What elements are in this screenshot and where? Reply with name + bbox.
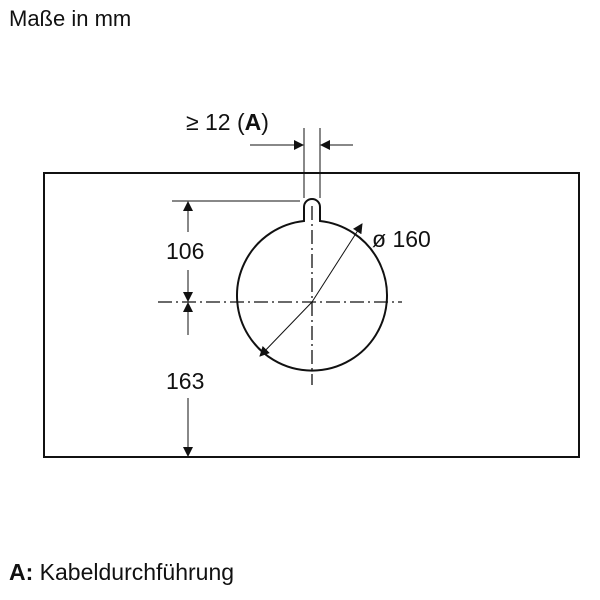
legend: A: Kabeldurchführung — [9, 559, 234, 586]
panel-outline — [43, 172, 580, 458]
legend-key: A: — [9, 559, 34, 585]
dim-bottom-163: 163 — [166, 368, 204, 394]
diameter-160: ø 160 — [372, 226, 431, 252]
legend-text: Kabeldurchführung — [33, 559, 235, 585]
cutout-circle — [236, 198, 388, 372]
dim-top-106: 106 — [166, 238, 204, 264]
units-title: Maße in mm — [9, 6, 132, 31]
cutout-width-dimension: ≥ 12 (A) — [186, 109, 269, 135]
